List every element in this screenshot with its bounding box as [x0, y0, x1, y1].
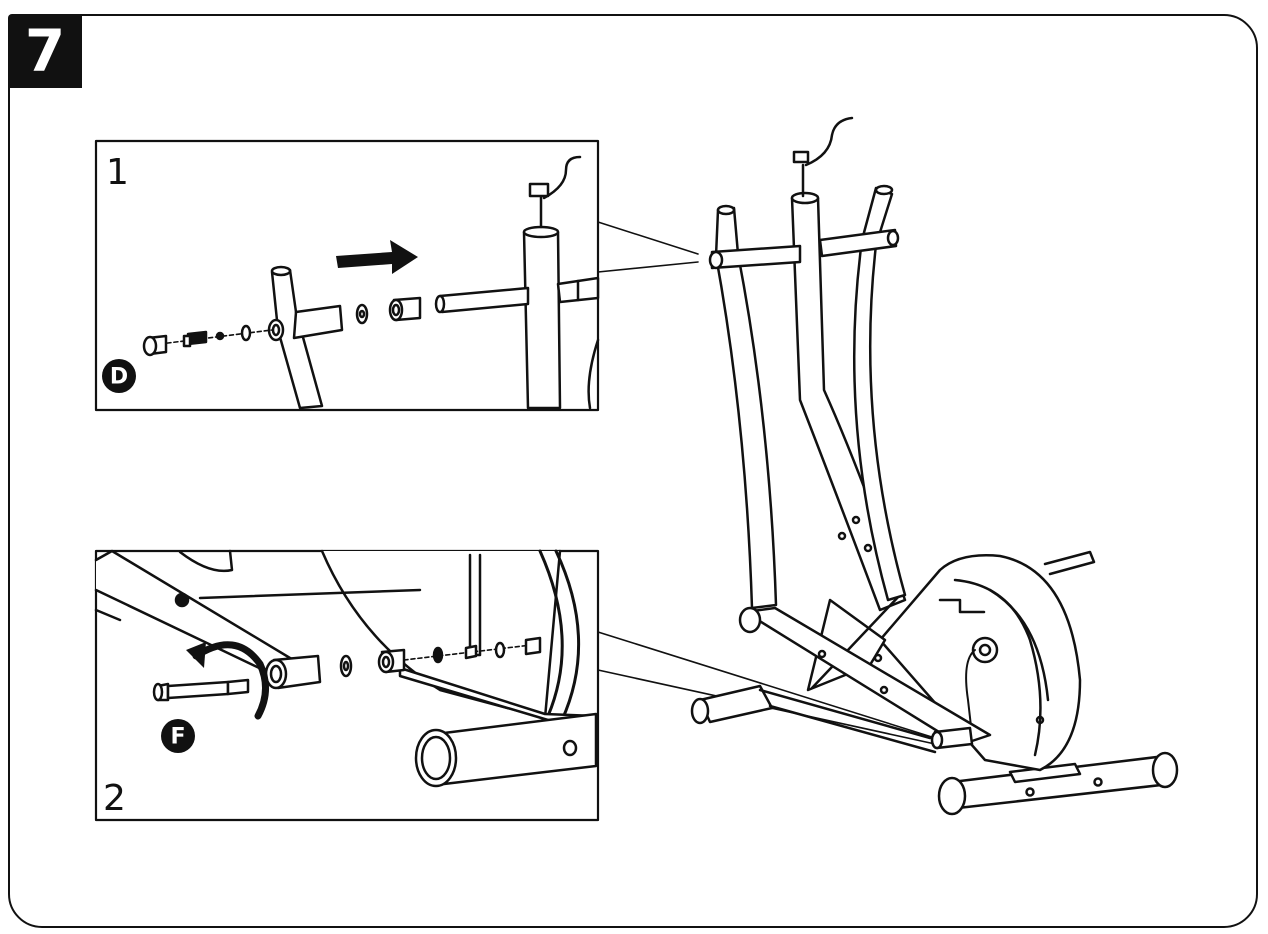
central-post [790, 116, 907, 692]
inset-1-number: 1 [106, 152, 129, 193]
bushing [388, 296, 422, 322]
part-label-d: D [110, 365, 128, 390]
inset-2-number: 2 [103, 778, 126, 819]
washer [355, 303, 369, 325]
front-stabilizer [937, 751, 1179, 816]
inset-2: F 2 [94, 549, 600, 822]
rear-stabilizer [690, 684, 774, 725]
inset-1: 1 [94, 139, 600, 412]
rotation-arrow [186, 641, 269, 720]
right-swing-arm [853, 184, 907, 602]
central-post-detail [522, 155, 600, 410]
front-stabilizer-detail [414, 712, 598, 788]
part-label-f: F [170, 725, 185, 750]
part-label-d-circle [102, 359, 136, 393]
bushing-2 [377, 648, 406, 674]
pedal-arm [738, 606, 992, 750]
direction-arrow [336, 240, 418, 274]
instruction-frame [8, 14, 1258, 928]
part-label-f-circle [161, 719, 195, 753]
bolt [182, 330, 208, 348]
swing-arm-detail [267, 265, 344, 410]
upper-pivot-shaft [708, 228, 900, 270]
flywheel-housing [873, 554, 1082, 772]
bolt-f [152, 678, 250, 702]
left-swing-arm [714, 204, 778, 610]
end-cap [142, 334, 168, 357]
pedal-arm-end [264, 654, 322, 690]
step-number-badge: 7 [8, 14, 82, 88]
elliptical-trainer [690, 116, 1179, 816]
